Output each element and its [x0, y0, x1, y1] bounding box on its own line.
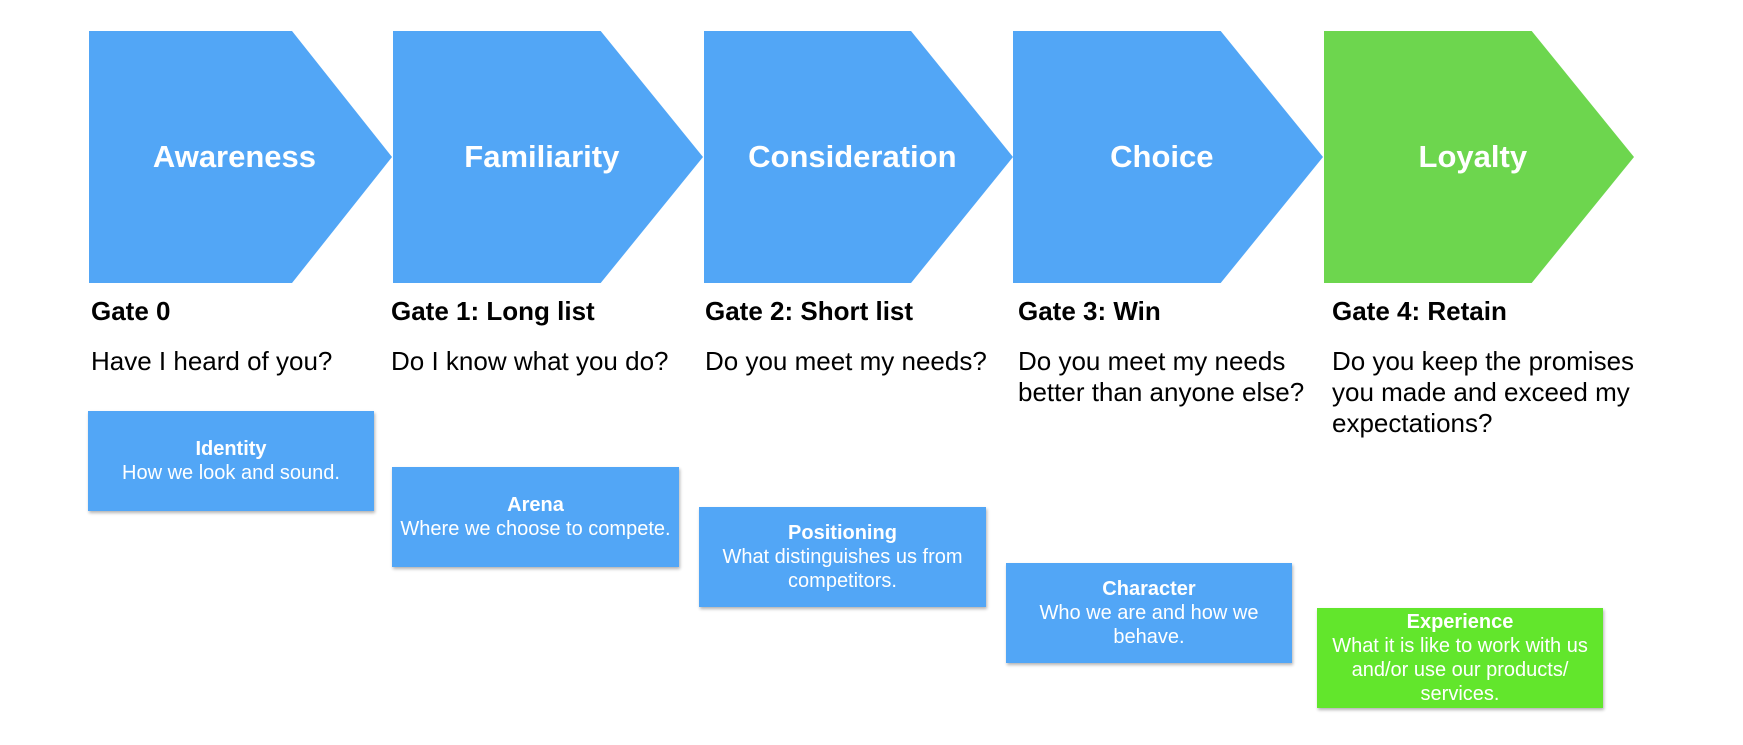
gate-label: Gate 3: Win [1018, 296, 1161, 326]
card-text: What distinguishes us from competitors. [722, 546, 963, 592]
stage-chevron-awareness: Awareness [89, 31, 392, 283]
card-title: Character [1102, 578, 1196, 600]
gate-label: Gate 2: Short list [705, 296, 914, 326]
card-arena: Arena Where we choose to compete. [392, 467, 679, 567]
card-positioning: Positioning What distinguishes us from c… [699, 507, 986, 607]
card-text: Who we are and how we behave. [1039, 602, 1259, 648]
gate-label: Gate 1: Long list [391, 296, 595, 326]
gate-question: Do you keep the promises you made and ex… [1332, 346, 1635, 438]
card-title: Identity [195, 438, 267, 460]
stage-label: Awareness [152, 139, 317, 174]
card-text: What it is like to work with us and/or u… [1332, 635, 1588, 705]
card-title: Arena [507, 494, 564, 516]
stage-chevron-choice: Choice [1013, 31, 1323, 283]
card-title: Positioning [788, 522, 897, 544]
stage-label: Familiarity [464, 139, 620, 174]
card-identity: Identity How we look and sound. [88, 411, 374, 511]
stage-chevron-loyalty: Loyalty [1324, 31, 1634, 283]
card-experience: Experience What it is like to work with … [1317, 608, 1603, 708]
stage-chevron-familiarity: Familiarity [393, 31, 703, 283]
card-text: How we look and sound. [122, 462, 340, 484]
card-text: Where we choose to compete. [400, 518, 671, 540]
gate-question: Do you meet my needs better than anyone … [1018, 346, 1305, 407]
stage-label: Consideration [748, 139, 957, 174]
stage-label: Loyalty [1418, 139, 1528, 174]
stage-chevron-consideration: Consideration [704, 31, 1013, 283]
card-title: Experience [1406, 611, 1514, 633]
gate-label: Gate 0 [91, 296, 171, 326]
card-character: Character Who we are and how we behave. [1006, 563, 1292, 663]
stage-label: Choice [1110, 139, 1214, 174]
gate-question: Have I heard of you? [91, 346, 333, 376]
gate-question: Do I know what you do? [391, 346, 669, 376]
gate-question: Do you meet my needs? [705, 346, 987, 376]
gate-label: Gate 4: Retain [1332, 296, 1507, 326]
